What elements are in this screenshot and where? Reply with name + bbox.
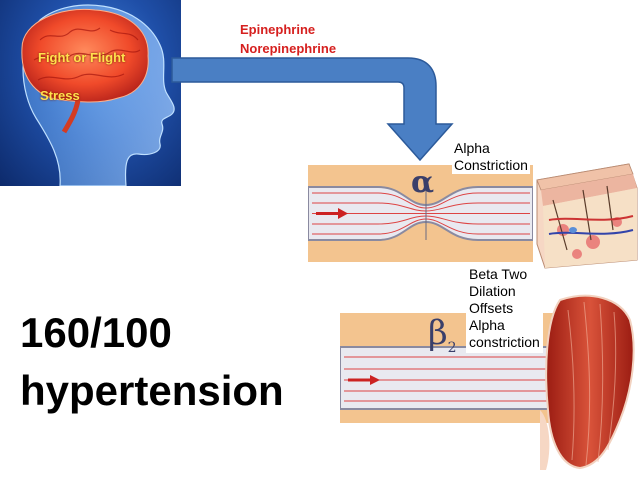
beta-symbol-letter: β <box>428 313 448 353</box>
beta-subscript: 2 <box>447 339 457 356</box>
beta-caption-line4: Alpha <box>469 317 505 333</box>
hormone-flow-arrow <box>171 57 454 162</box>
beta-caption-line1: Beta Two <box>469 266 528 282</box>
head-brain-illustration: Fight or Flight Stress <box>0 0 181 186</box>
muscle-illustration <box>540 290 640 470</box>
constricted-vessel-graphic <box>308 186 533 241</box>
brainstem <box>61 99 81 134</box>
skin-cross-section-illustration <box>533 160 640 270</box>
fight-or-flight-label: Fight or Flight <box>38 50 126 65</box>
hypertension-label: hypertension <box>20 367 284 414</box>
beta-caption-line2: Dilation <box>469 283 516 299</box>
beta-caption: Beta Two Dilation Offsets Alpha constric… <box>466 266 543 353</box>
muscle-graphic <box>540 294 635 470</box>
blood-pressure-reading: 160/100 <box>20 309 172 356</box>
alpha-caption: Alpha Constriction <box>452 140 530 174</box>
norepinephrine-label: Norepinephrine <box>240 41 337 56</box>
alpha-caption-line2: Constriction <box>454 157 528 173</box>
dilated-vessel-graphic <box>340 346 555 410</box>
epinephrine-label: Epinephrine <box>240 22 316 37</box>
head-silhouette-graphic <box>21 4 175 186</box>
beta-caption-line5: constriction <box>469 334 540 350</box>
beta-symbol: β2 <box>428 316 457 365</box>
alpha-symbol: α <box>411 165 435 200</box>
stress-label: Stress <box>40 88 80 103</box>
alpha-caption-line1: Alpha <box>454 140 490 156</box>
skin-layers-graphic <box>536 163 638 269</box>
alpha-vessel-diagram <box>308 165 533 262</box>
beta-caption-line3: Offsets <box>469 300 514 316</box>
